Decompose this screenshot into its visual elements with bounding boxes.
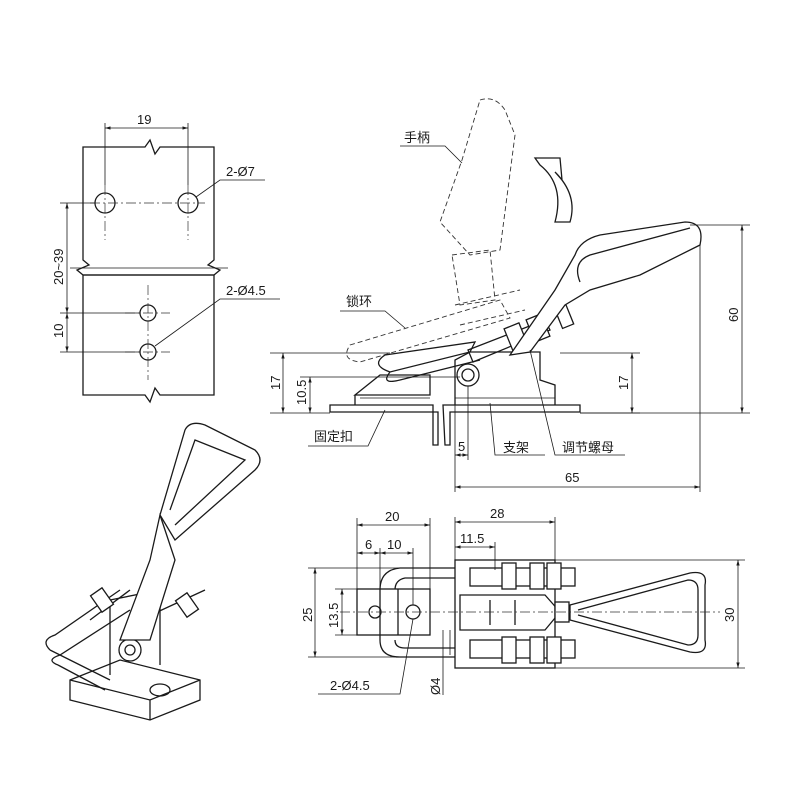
- dim-offset: 5: [458, 439, 465, 454]
- dim-hole-spacing: 19: [137, 112, 151, 127]
- dim-total-height: 60: [726, 308, 741, 322]
- dim-base-length: 28: [490, 506, 504, 521]
- dim-pivot-height: 10.5: [294, 380, 309, 405]
- label-handle: 手柄: [404, 131, 430, 146]
- dim-base-width: 30: [722, 608, 737, 622]
- dim-adjust-range: 20~39: [51, 248, 66, 285]
- top-view: 20 6 10 28 11.5 25 13.5 30 2-Ø4.5 Ø4: [300, 506, 745, 695]
- dim-height-left: 17: [268, 376, 283, 390]
- dim-large-holes: 2-Ø7: [226, 164, 255, 179]
- pivot-pin: [456, 363, 480, 387]
- rotation-arrow-icon: [533, 157, 573, 223]
- handle-top: [569, 571, 707, 654]
- plate-view: 19 2-Ø7 2-Ø4.5 20~39 10: [51, 112, 280, 404]
- label-bracket: 支架: [503, 441, 529, 456]
- dim-height-right: 17: [616, 376, 631, 390]
- dim-small-holes: 2-Ø4.5: [226, 283, 266, 298]
- dim-small-spacing: 10: [51, 324, 66, 338]
- dim-total-length: 65: [565, 470, 579, 485]
- catch-base: [329, 404, 439, 446]
- side-view: 17 10.5 17 60 5 65 手柄 锁环 固定扣 支架 调节螺母: [268, 98, 750, 492]
- dim-base-hole: Ø4: [428, 678, 443, 695]
- dim-catch-width: 20: [385, 509, 399, 524]
- isometric-view: [45, 422, 261, 721]
- dim-ring-width: 25: [300, 608, 315, 622]
- label-lock-ring: 锁环: [346, 294, 372, 310]
- dim-hole-edge: 6: [365, 537, 372, 552]
- dim-catch-height: 13.5: [326, 603, 341, 628]
- lower-plate-outline: [82, 274, 215, 404]
- lock-ring: [378, 341, 481, 383]
- dim-nut-offset: 11.5: [460, 531, 484, 546]
- dim-hole-pitch: 10: [387, 537, 401, 552]
- handle-open-ghost: [439, 98, 516, 256]
- handle-closed: [508, 221, 702, 356]
- label-adjust-nut: 调节螺母: [562, 441, 614, 456]
- label-catch: 固定扣: [314, 430, 353, 445]
- upper-plate-outline: [75, 138, 222, 276]
- dim-catch-holes: 2-Ø4.5: [330, 678, 370, 693]
- bracket-base: [442, 404, 581, 446]
